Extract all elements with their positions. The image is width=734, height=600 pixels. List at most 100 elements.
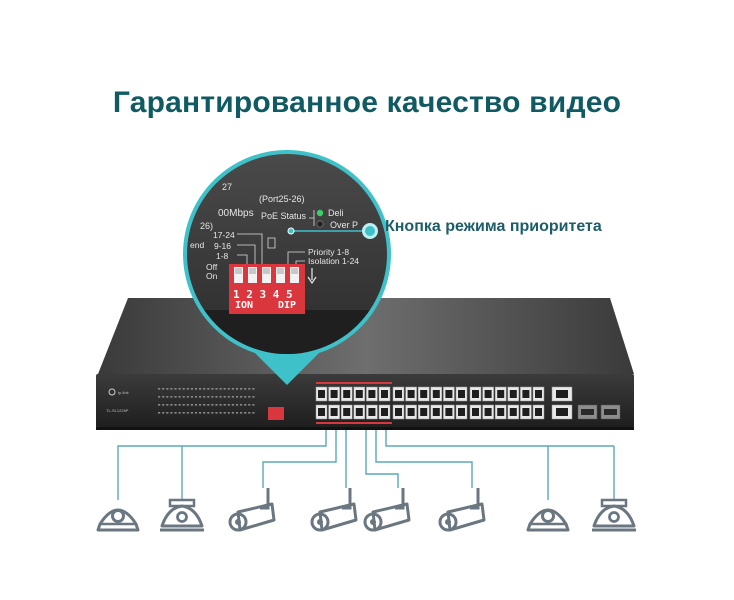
- dome-camera-icon: [592, 498, 636, 532]
- led-dot: [178, 404, 181, 406]
- port-socket: [432, 408, 440, 416]
- connection-lines: [117, 430, 615, 500]
- dip-key-slider: [249, 268, 256, 274]
- port-socket: [330, 390, 338, 398]
- tplink-logo-icon: [108, 388, 116, 396]
- led-dot: [162, 404, 165, 406]
- port-socket: [355, 408, 363, 416]
- dip-key: [276, 267, 285, 283]
- dome-camera-icon: [96, 508, 140, 532]
- led-dot: [244, 396, 247, 398]
- led-dot: [203, 404, 206, 406]
- port-socket: [445, 408, 453, 416]
- port-socket: [343, 408, 351, 416]
- led-dot: [199, 404, 202, 406]
- port-socket: [395, 390, 402, 398]
- rj45-ports: [315, 382, 545, 424]
- led-dot: [252, 396, 255, 398]
- led-dot: [182, 412, 185, 414]
- port-socket: [556, 390, 568, 398]
- port-socket: [318, 390, 325, 398]
- led-dot: [252, 404, 255, 406]
- on-label: On: [206, 271, 218, 281]
- poe-status-label: PoE Status: [261, 211, 307, 221]
- led-dot: [231, 388, 234, 390]
- led-dot: [190, 412, 193, 414]
- bullet-camera-icon: [438, 488, 486, 532]
- brand-label: tp-link: [118, 390, 129, 395]
- priority-label: Priority 1-8: [308, 247, 349, 257]
- led-dot: [194, 388, 198, 390]
- dip-key: [290, 267, 299, 283]
- led-dot: [166, 388, 169, 390]
- port-socket: [445, 390, 453, 398]
- led-dot: [182, 404, 185, 406]
- led-dot: [203, 412, 206, 414]
- led-dot: [170, 404, 173, 406]
- led-dot: [190, 388, 193, 390]
- led-dot: [211, 388, 214, 390]
- port-socket: [318, 408, 325, 416]
- dome-camera-icon: [526, 508, 570, 532]
- priority-mode-callout: Кнопка режима приоритета: [385, 218, 602, 235]
- switch-dip: [268, 407, 284, 420]
- status-deliver: Deli: [328, 208, 344, 218]
- page-title: Гарантированное качество видео: [112, 86, 622, 119]
- bullet-camera-icon: [310, 488, 358, 532]
- port-socket: [458, 408, 465, 416]
- led-dot: [190, 396, 193, 398]
- port-socket: [535, 390, 542, 398]
- led-panel: [158, 388, 255, 414]
- port-socket: [522, 408, 530, 416]
- port-socket: [522, 390, 530, 398]
- led-dot: [244, 388, 247, 390]
- stray-text: 27: [222, 182, 232, 192]
- led-dot: [190, 404, 193, 406]
- led-dot: [178, 388, 181, 390]
- led-dot: [223, 412, 226, 414]
- sfp-socket: [604, 409, 617, 415]
- sfp-socket: [581, 409, 594, 415]
- led-dot: [215, 396, 218, 398]
- led-dot: [235, 388, 239, 390]
- poe-led-off: [316, 220, 324, 228]
- led-dot: [166, 404, 169, 406]
- led-dot: [219, 412, 222, 414]
- bullet-camera-icon: [228, 488, 276, 532]
- port-socket: [535, 408, 542, 416]
- led-dot: [158, 412, 161, 414]
- port-socket: [368, 390, 376, 398]
- led-dot: [174, 404, 177, 406]
- led-dot: [227, 396, 230, 398]
- group-9-16: 9-16: [214, 241, 231, 251]
- dip-on-label: ION: [235, 300, 253, 311]
- led-dot: [207, 412, 210, 414]
- led-dot: [186, 396, 189, 398]
- port-socket: [330, 408, 338, 416]
- led-dot: [178, 396, 181, 398]
- led-dot: [240, 388, 243, 390]
- led-dot: [170, 388, 173, 390]
- dip-key: [234, 267, 243, 283]
- poe-marker: [316, 422, 392, 424]
- led-dot: [215, 412, 218, 414]
- led-dot: [252, 388, 255, 390]
- led-dot: [235, 396, 239, 398]
- led-dot: [231, 412, 234, 414]
- led-dot: [244, 404, 247, 406]
- led-dot: [162, 396, 165, 398]
- led-dot: [186, 404, 189, 406]
- dip-key: [262, 267, 271, 283]
- group-1-8: 1-8: [216, 251, 229, 261]
- led-dot: [194, 396, 198, 398]
- port-socket: [509, 408, 517, 416]
- led-dot: [211, 404, 214, 406]
- led-dot: [223, 388, 226, 390]
- port-socket: [420, 390, 428, 398]
- led-dot: [240, 396, 243, 398]
- model-label: TL-SL1226P: [106, 408, 129, 413]
- led-dot: [219, 396, 222, 398]
- led-dot: [182, 388, 185, 390]
- dip-key-slider: [263, 268, 270, 274]
